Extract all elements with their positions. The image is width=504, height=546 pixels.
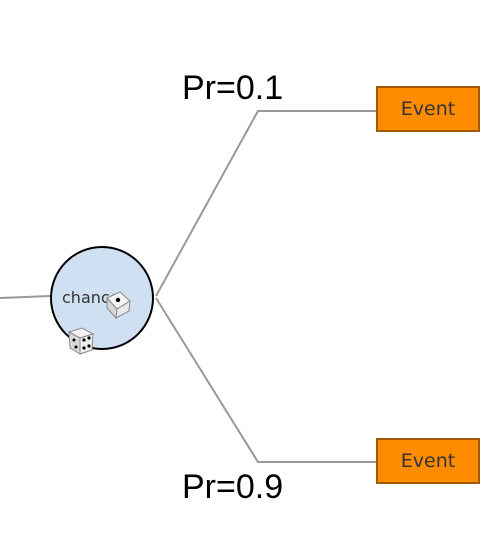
event-label-upper: Event — [400, 98, 456, 120]
chance-node-label: chance — [62, 288, 120, 307]
event-node-lower[interactable]: Event — [376, 438, 480, 484]
event-label-lower: Event — [400, 450, 456, 472]
probability-label-lower: Pr=0.9 — [182, 468, 284, 506]
dice-icon — [67, 327, 95, 355]
chance-node[interactable] — [50, 246, 154, 350]
dice-icon — [106, 291, 131, 319]
edge-upper-branch — [155, 110, 378, 297]
probability-label-upper: Pr=0.1 — [182, 69, 284, 107]
edge-lower-branch — [155, 297, 378, 463]
incoming-edge — [0, 295, 51, 299]
event-node-upper[interactable]: Event — [376, 86, 480, 132]
